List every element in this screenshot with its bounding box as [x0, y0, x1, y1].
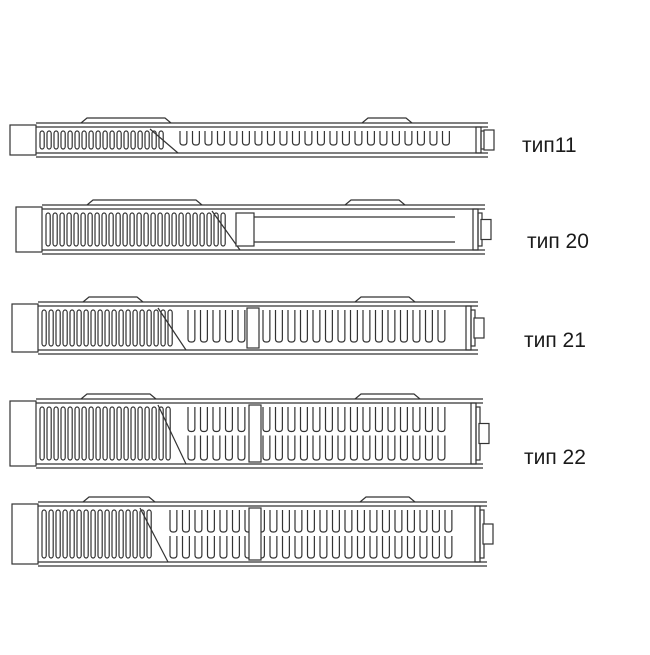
radiator-type-33-section	[11, 496, 494, 567]
radiator-type-20-section	[15, 199, 492, 255]
label-type-11: тип11	[522, 134, 577, 157]
label-type-21: тип 21	[524, 329, 586, 352]
radiator-type-22-section	[9, 393, 490, 469]
radiator-type-11-section	[9, 117, 495, 158]
label-type-22: тип 22	[524, 446, 586, 469]
radiator-type-21-section	[11, 296, 485, 355]
label-type-20: тип 20	[527, 230, 589, 253]
